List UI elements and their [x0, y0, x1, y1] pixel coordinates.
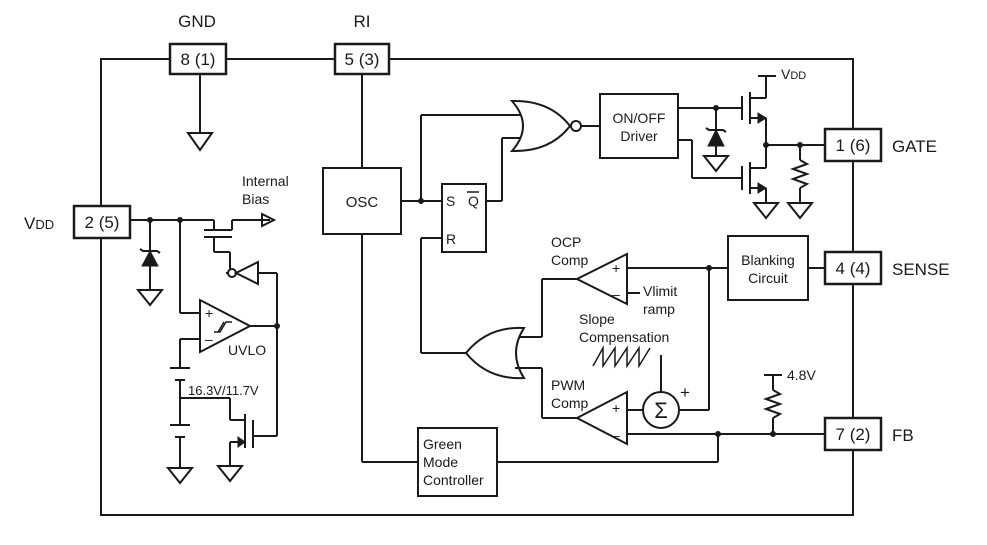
- sum-plus: +: [680, 383, 690, 402]
- pwm-plus: +: [612, 400, 620, 416]
- pwm-label-line2: Comp: [551, 395, 589, 411]
- ground-symbol: [785, 202, 815, 220]
- ri-pin: [333, 42, 391, 76]
- zener-bar: [705, 127, 727, 133]
- slope-label-line1: Slope: [579, 311, 615, 327]
- gate-pin-number: 1 (6): [836, 136, 871, 155]
- vdd-pin: [72, 204, 132, 240]
- junction-dot: [274, 323, 280, 329]
- pulldown-resistor-icon: [790, 159, 810, 189]
- ground-symbol: [135, 289, 165, 307]
- ocp-label-line2: Comp: [551, 252, 589, 268]
- vlimit-label-line2: ramp: [643, 301, 675, 317]
- gnd-pin: [168, 42, 228, 76]
- pwm-comparator: [574, 390, 628, 446]
- green-mode-label-line1: Green: [423, 436, 462, 452]
- internal-bias-label-line2: Bias: [242, 191, 269, 207]
- uvlo-label: UVLO: [228, 342, 266, 358]
- blanking-label-line2: Circuit: [748, 270, 788, 286]
- gate-pin-name: GATE: [892, 137, 937, 156]
- nmos-arrow-icon: [237, 436, 246, 448]
- pwm-minus: –: [612, 427, 620, 443]
- inverter-icon: [233, 260, 259, 286]
- onoff-driver-block: [599, 93, 679, 159]
- ri-pin-number: 5 (3): [345, 50, 380, 69]
- mosfet-arrow-icon: [757, 182, 767, 194]
- gnd-pin-number: 8 (1): [181, 50, 216, 69]
- ground-symbol: [751, 202, 781, 220]
- ff-r-label: R: [446, 231, 456, 247]
- green-mode-label-line3: Controller: [423, 472, 484, 488]
- blanking-label-line1: Blanking: [741, 252, 795, 268]
- ground-symbol: [215, 465, 245, 483]
- gnd-pin-name: GND: [178, 12, 216, 31]
- zener-diode-icon: [707, 128, 725, 147]
- sense-pin-name: SENSE: [892, 260, 950, 279]
- ri-pin-name: RI: [354, 12, 371, 31]
- ground-symbol: [165, 467, 195, 485]
- mosfet-arrow-icon: [757, 112, 767, 124]
- fb-pin-number: 7 (2): [836, 425, 871, 444]
- vref-label: 4.8V: [787, 367, 816, 383]
- onoff-driver-label-line1: ON/OFF: [613, 110, 666, 126]
- ocp-minus: –: [612, 286, 620, 302]
- nor-bubble: [570, 120, 582, 132]
- zener-bar: [139, 248, 161, 254]
- ocp-label-line1: OCP: [551, 234, 581, 250]
- uvlo-comparator: [199, 298, 253, 354]
- osc-label: OSC: [346, 194, 379, 211]
- fb-pin: [823, 416, 883, 452]
- pwm-label-line1: PWM: [551, 377, 585, 393]
- zener-diode-icon: [141, 249, 159, 267]
- sense-pin-number: 4 (4): [836, 259, 871, 278]
- ground-symbol: [701, 155, 731, 173]
- ocp-comparator: [574, 252, 628, 306]
- blanking-circuit-block: [727, 235, 809, 301]
- chip-outline: [100, 58, 854, 516]
- vdd-pin-number: 2 (5): [85, 213, 120, 232]
- ocp-plus: +: [612, 260, 620, 276]
- fb-pin-name: FB: [892, 426, 914, 445]
- ff-q-label: Q: [468, 193, 479, 209]
- green-mode-controller-block: [417, 427, 498, 497]
- uvlo-plus: +: [205, 305, 213, 321]
- green-mode-label-line2: Mode: [423, 454, 458, 470]
- hysteresis-icon: [214, 321, 232, 333]
- vlimit-label-line1: Vlimit: [643, 283, 677, 299]
- nor-gate: [509, 99, 572, 153]
- sense-pin: [823, 250, 883, 286]
- pullup-resistor-icon: [763, 389, 783, 419]
- osc-block: [322, 167, 402, 235]
- sawtooth-ramp-icon: [592, 345, 651, 369]
- gate-vdd-label: VDD: [781, 66, 806, 82]
- internal-bias-label-line1: Internal: [242, 173, 289, 189]
- sigma-icon: Σ: [654, 398, 668, 423]
- slope-label-line2: Compensation: [579, 329, 669, 345]
- ground-symbol: [186, 132, 214, 152]
- uvlo-minus: –: [205, 331, 213, 347]
- uvlo-threshold-label: 16.3V/11.7V: [188, 383, 259, 398]
- gate-pin: [823, 127, 883, 163]
- or-gate: [464, 326, 526, 380]
- ff-s-label: S: [446, 193, 455, 209]
- sr-flipflop: [441, 183, 487, 253]
- internal-bias-arrow-icon: [261, 212, 277, 228]
- onoff-driver-label-line2: Driver: [620, 128, 658, 144]
- vdd-pin-name: VDD: [24, 214, 54, 233]
